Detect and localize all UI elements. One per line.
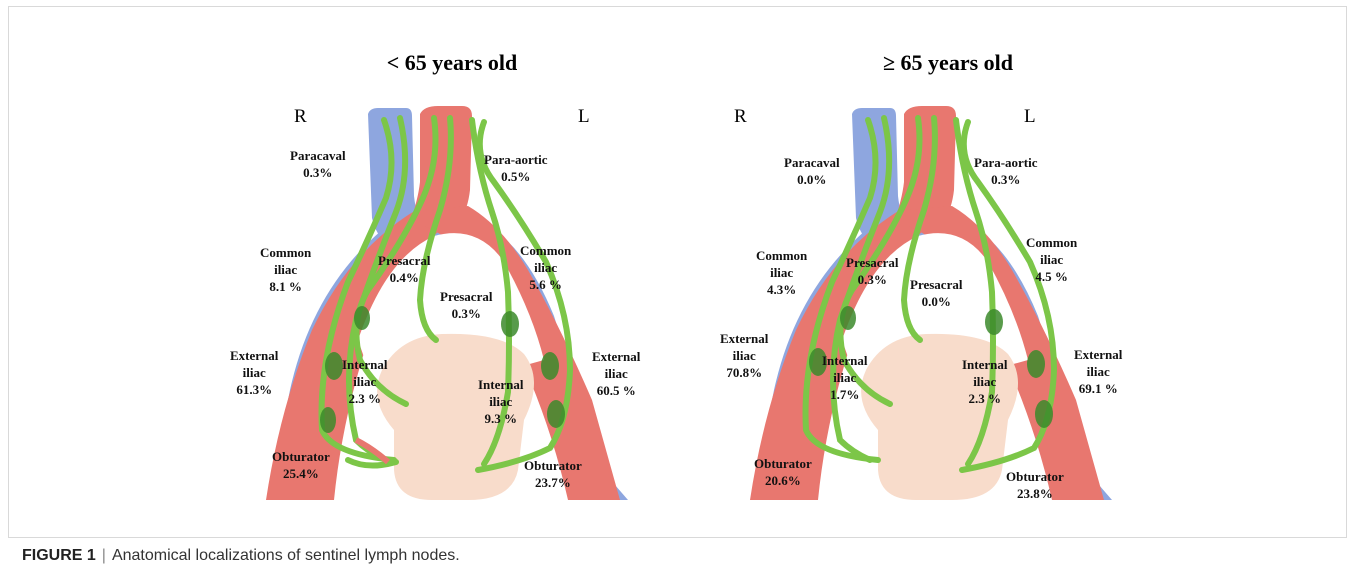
panel-title: < 65 years old — [172, 50, 732, 76]
anatomy-diagram-under-65 — [172, 0, 732, 532]
side-right-marker: R — [734, 106, 747, 128]
caption-text: Anatomical localizations of sentinel lym… — [112, 547, 460, 564]
caption-separator: | — [102, 547, 106, 564]
figure-number: FIGURE 1 — [22, 547, 96, 564]
figure-caption: FIGURE 1 | Anatomical localizations of sen… — [22, 547, 460, 565]
panel-title: ≥ 65 years old — [668, 50, 1228, 76]
side-left-marker: L — [1024, 106, 1036, 128]
side-right-marker: R — [294, 106, 307, 128]
anatomy-diagram-65-and-over — [668, 0, 1228, 532]
side-left-marker: L — [578, 106, 590, 128]
